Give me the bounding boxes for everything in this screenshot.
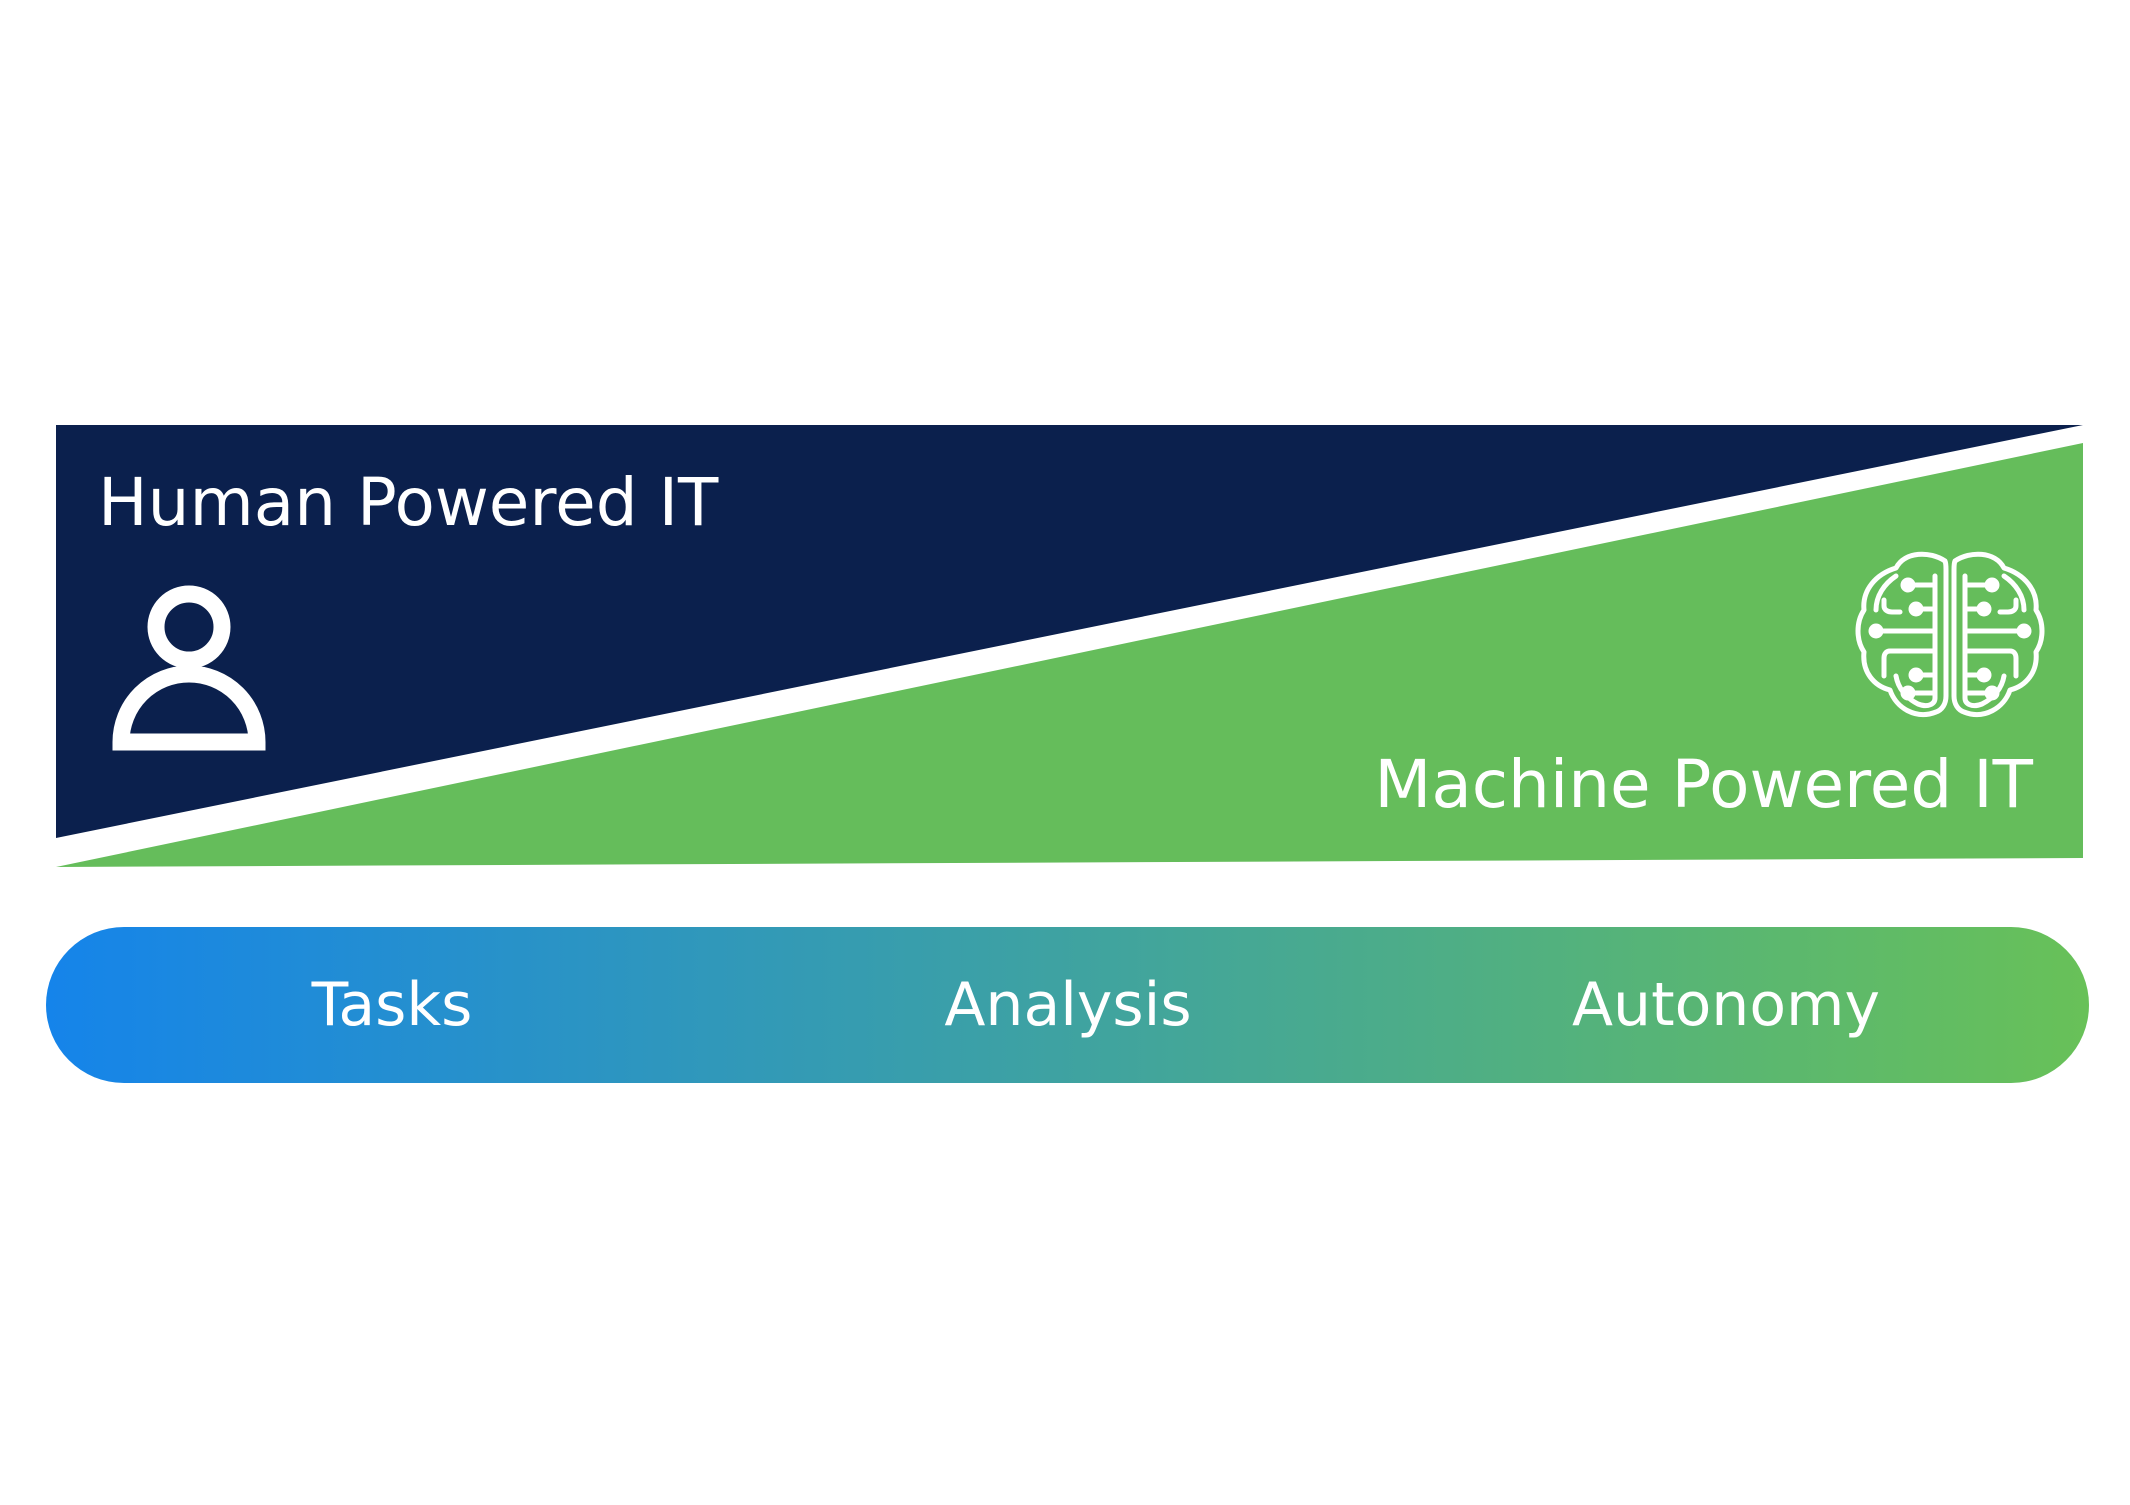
stage-tasks: Tasks xyxy=(311,970,473,1040)
human-powered-label: Human Powered IT xyxy=(98,464,719,541)
human-region xyxy=(56,425,2083,838)
stage-autonomy: Autonomy xyxy=(1572,970,1880,1040)
machine-powered-label: Machine Powered IT xyxy=(1374,746,2033,823)
progression-bar: Tasks Analysis Autonomy xyxy=(46,927,2089,1083)
stage-analysis: Analysis xyxy=(944,970,1192,1040)
circuit-brain-icon xyxy=(1855,551,2045,717)
machine-region xyxy=(56,443,2083,867)
person-icon xyxy=(112,585,266,751)
